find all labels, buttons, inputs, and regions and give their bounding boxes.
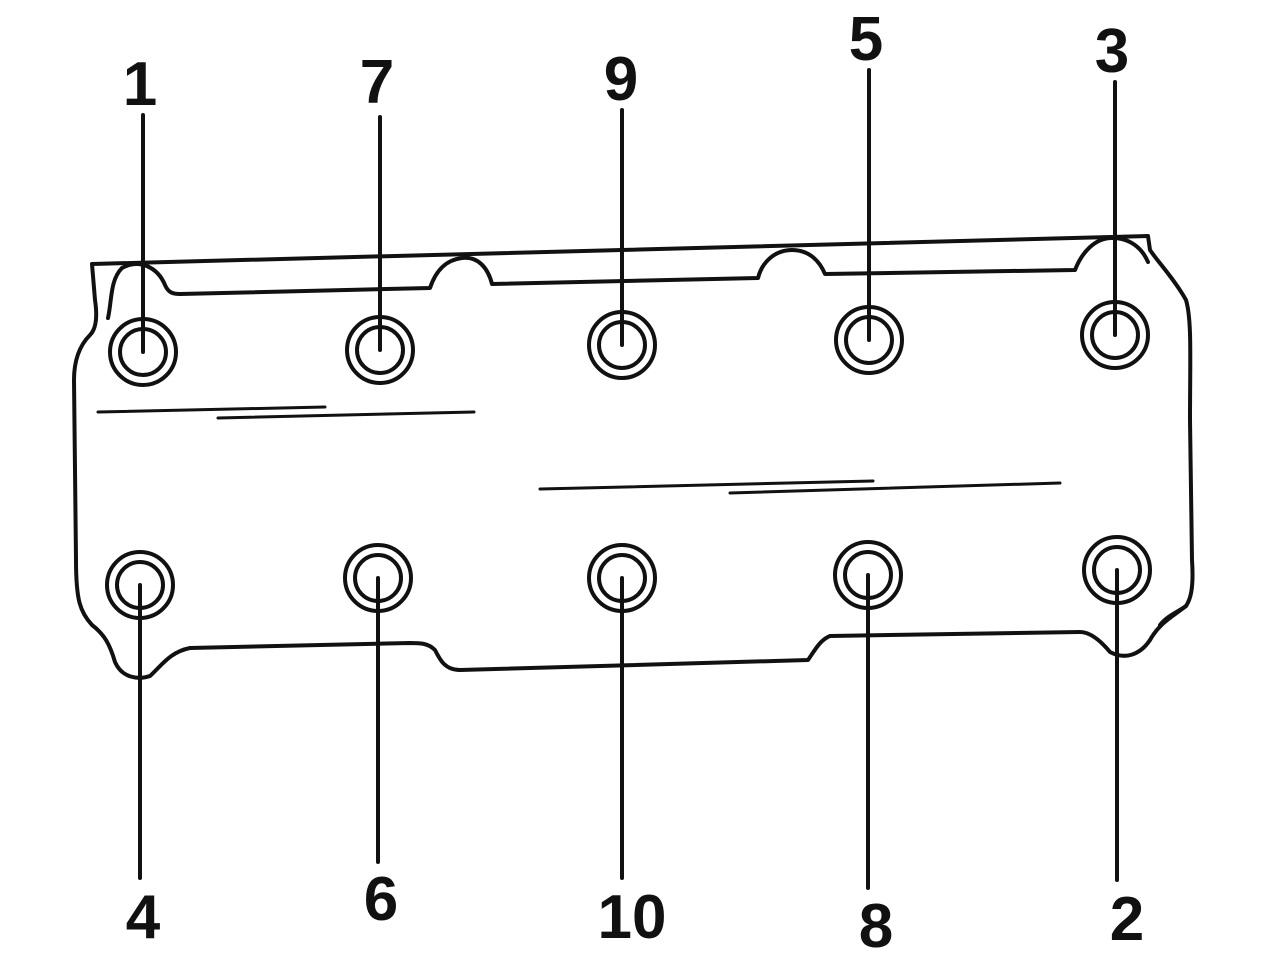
- bolt-label-5: 5: [849, 5, 883, 74]
- gasket-line: [728, 481, 1062, 495]
- head-outline: [72, 234, 1195, 680]
- bolt-label-10: 10: [598, 883, 667, 952]
- bolt-label-3: 3: [1095, 17, 1129, 86]
- bolt-label-9: 9: [604, 45, 638, 114]
- bolts-group: [105, 68, 1152, 890]
- bolt-label-6: 6: [364, 865, 398, 934]
- head-left-lobe: [106, 266, 124, 320]
- bolt-label-7: 7: [360, 48, 394, 117]
- head-right-lobe: [1158, 604, 1188, 627]
- gasket-line: [216, 410, 476, 420]
- gasket-line: [538, 479, 875, 491]
- labels-group: 1 7 9 5 3 4 6 10 8 2: [123, 5, 1144, 961]
- gasket-line: [96, 405, 327, 414]
- bolt-label-4: 4: [126, 883, 161, 952]
- bolt-label-1: 1: [123, 50, 157, 119]
- bolt-label-8: 8: [859, 892, 893, 961]
- bolt-label-2: 2: [1110, 885, 1144, 954]
- head-top-edge: [120, 236, 1150, 296]
